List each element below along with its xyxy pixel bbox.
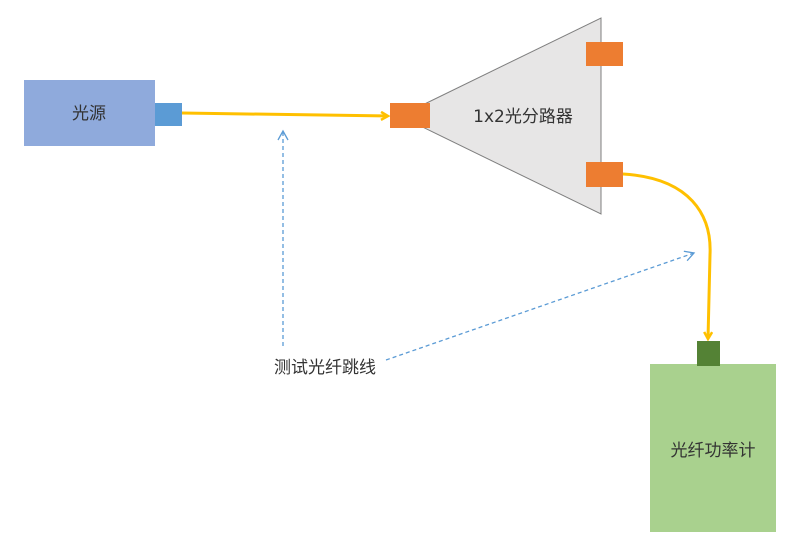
power-meter-label: 光纤功率计 [671,441,756,461]
splitter-output-port-2 [586,162,623,187]
fiber-splitter-to-meter [622,172,710,339]
light-source-label: 光源 [72,104,106,124]
splitter-output-port-1 [586,42,623,66]
splitter-label: 1x2光分路器 [473,107,573,127]
light-source-box [24,80,155,146]
patch-cord-label: 测试光纤跳线 [274,358,376,378]
light-source-port [155,103,182,126]
fiber-source-to-splitter [181,113,388,116]
power-meter-port [697,341,720,366]
splitter-input-port [390,103,430,128]
splitter-body [398,17,602,215]
callout-arrow-to-second-fiber [385,250,696,361]
power-meter-box [650,364,776,532]
